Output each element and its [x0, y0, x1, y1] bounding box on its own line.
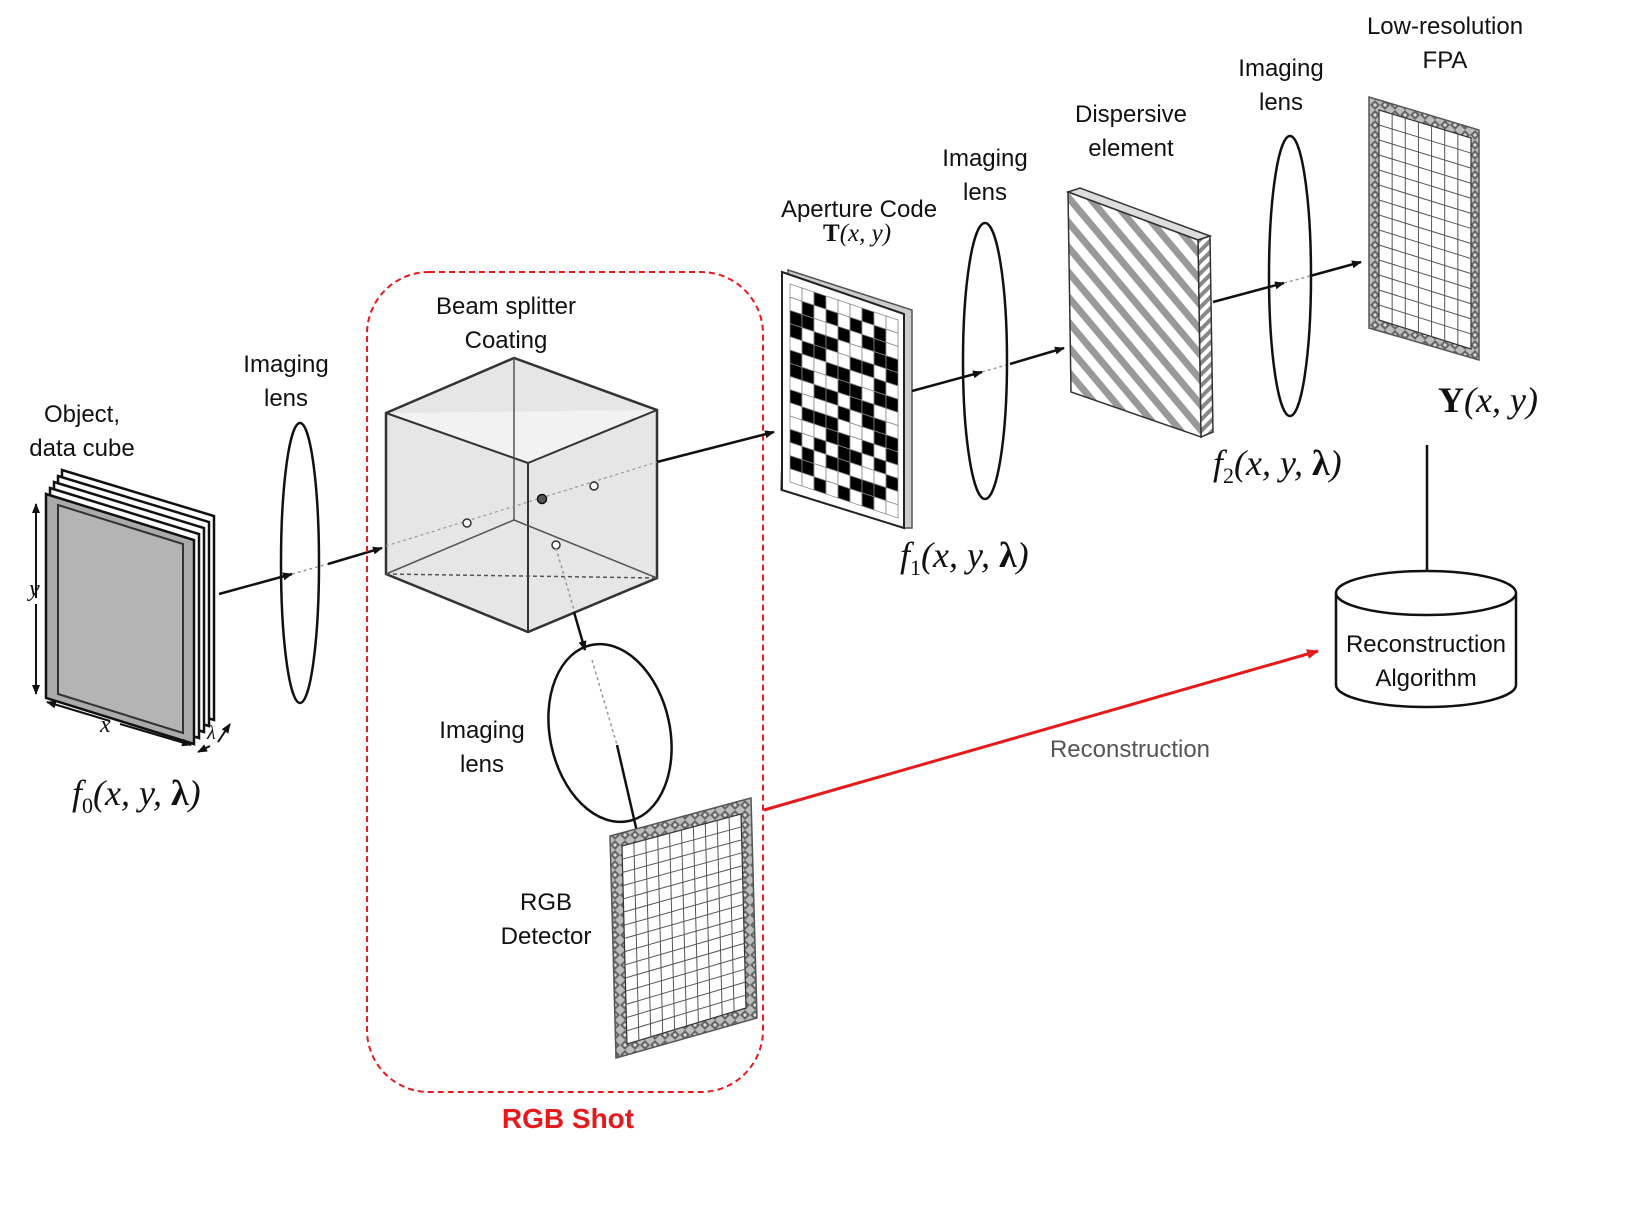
f2-label: f2(x, y, λ)	[1213, 443, 1342, 489]
f0-label: f0(x, y, λ)	[72, 773, 201, 819]
lambda-axis-arrow	[217, 723, 231, 743]
ray-lens1-to-splitter	[327, 546, 383, 566]
imaging-lens-rgb	[547, 642, 673, 824]
ray-splitter-to-aperture	[656, 430, 775, 464]
ray-lens2-to-disperser	[1009, 346, 1065, 366]
aperture-code-math: T(x, y)	[823, 220, 892, 247]
ray-splitter-to-rgb-lens-dotted	[555, 547, 575, 611]
ray-rgb-lens-dotted	[591, 659, 618, 746]
imaging-lens-2	[961, 221, 1009, 501]
y-output-label: Y(x, y)	[1438, 380, 1538, 420]
imaging-lens-3	[1267, 134, 1313, 418]
ray-disperser-to-lens3	[1212, 281, 1285, 304]
imaging-lens-1	[279, 421, 321, 705]
axis-x-label: x	[100, 712, 111, 738]
reconstruction-arrow-label: Reconstruction	[1049, 736, 1211, 763]
ray-lens2-dotted	[981, 363, 1011, 373]
rgb-shot-label: RGB Shot	[501, 1103, 635, 1134]
lambda-axis-arrow-back	[197, 744, 211, 753]
ray-cube-to-lens1	[218, 572, 293, 596]
ray-splitter-to-rgb-lens	[572, 611, 587, 651]
f1-label: f1(x, y, λ)	[900, 535, 1029, 581]
aperture-code-mask	[780, 268, 913, 530]
ray-lens1-dotted	[291, 563, 329, 575]
dispersive-element	[1065, 187, 1214, 439]
axis-y-label: y	[29, 576, 40, 602]
aperture-cell	[885, 500, 899, 519]
data-cube	[44, 468, 216, 746]
ray-lens3-dotted	[1283, 275, 1311, 284]
reconstruction-red-arrow	[763, 649, 1319, 812]
rgb-detector	[609, 797, 758, 1059]
axis-lambda-label: λ	[207, 722, 216, 744]
beam-splitter-cube	[384, 356, 659, 634]
x-axis-arrow	[46, 700, 111, 722]
aperture-code-label: Aperture Code	[780, 196, 938, 223]
low-res-fpa	[1368, 95, 1480, 361]
ray-aperture-to-lens2	[911, 370, 983, 393]
reconstruction-algorithm-cylinder	[1334, 569, 1518, 709]
ray-lens3-to-fpa	[1309, 260, 1362, 278]
rgb-shot-region	[366, 271, 764, 1093]
x-axis-arrow-right	[119, 723, 192, 747]
object-label: Object,data cube	[29, 401, 135, 462]
